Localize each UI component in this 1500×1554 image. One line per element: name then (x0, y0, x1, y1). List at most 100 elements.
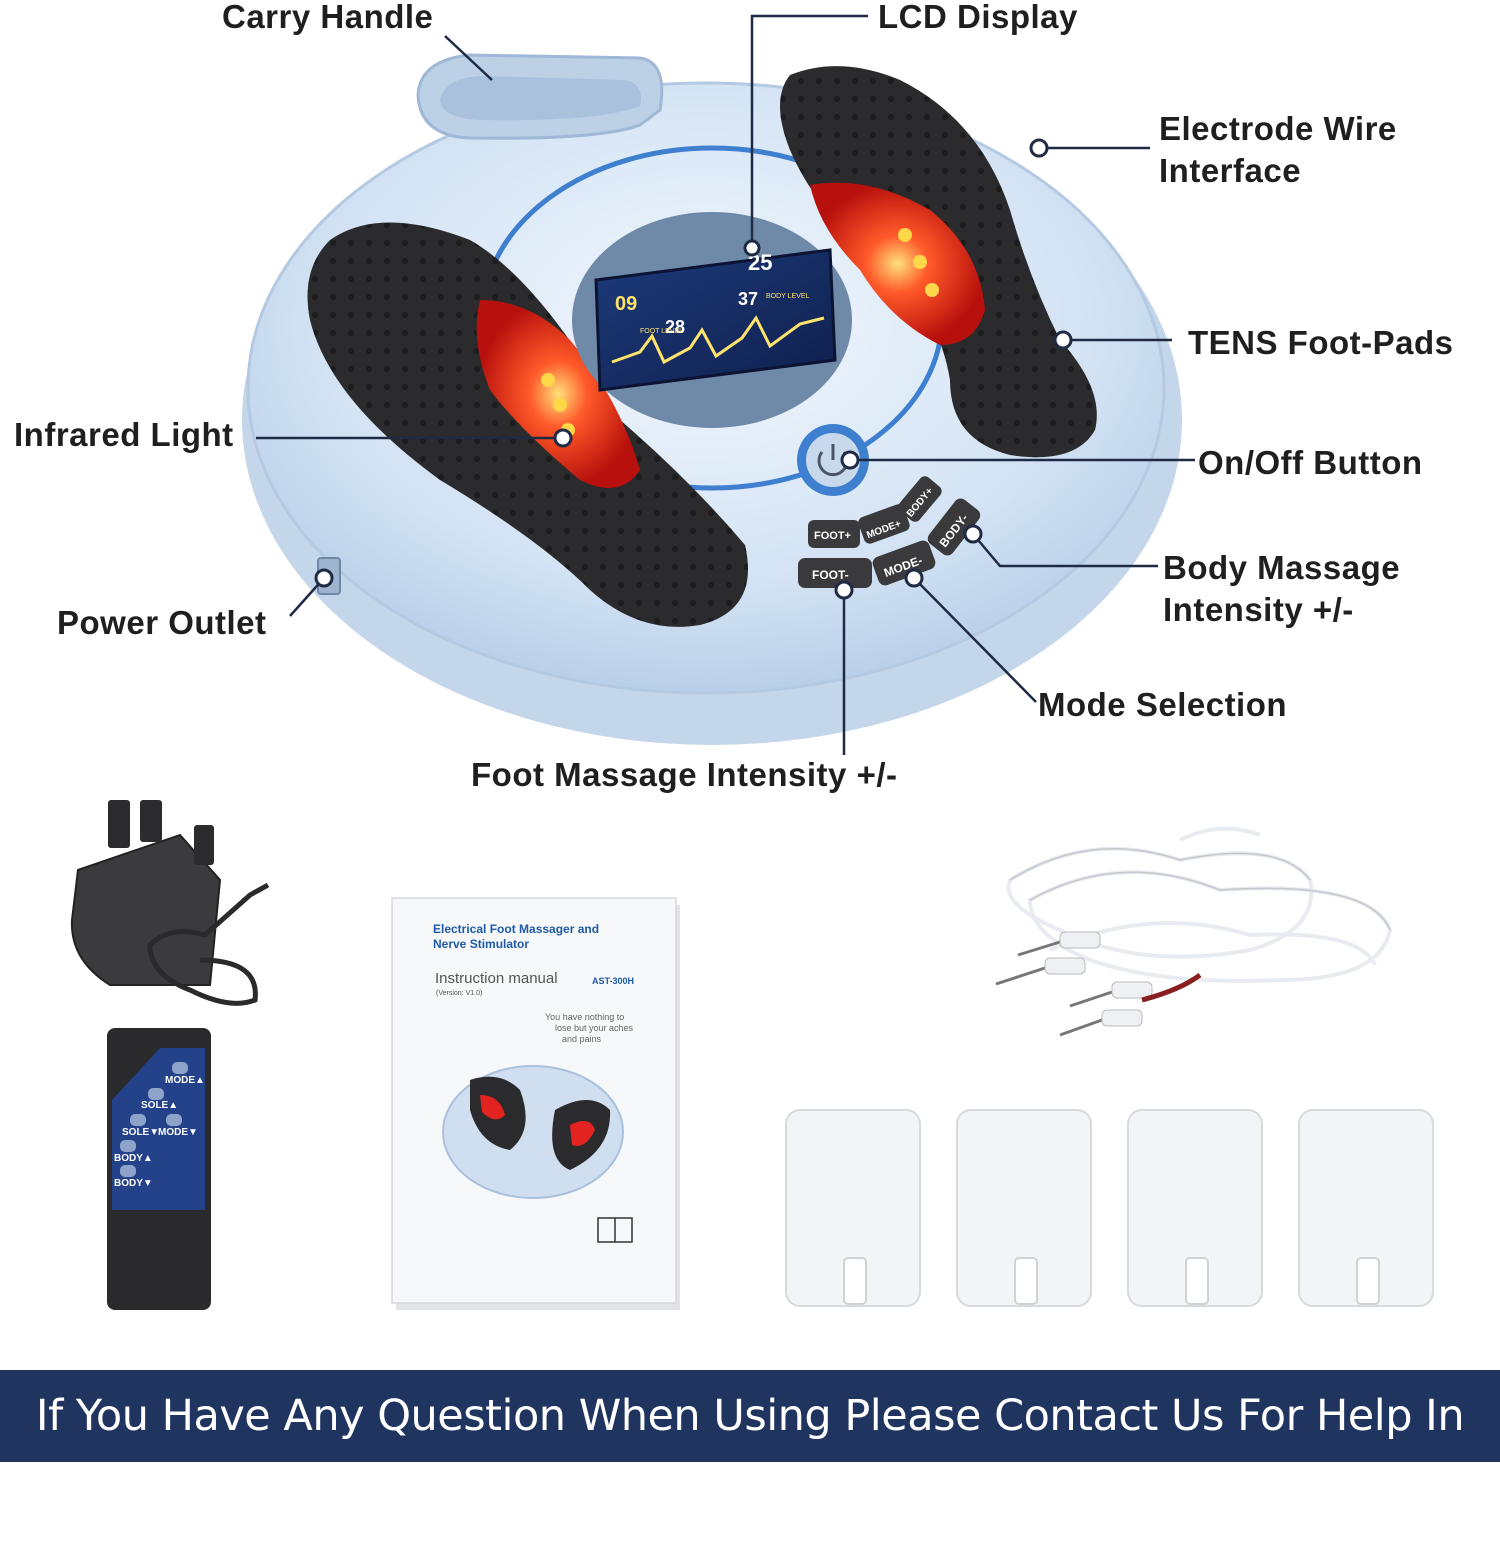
callout-body-line1: Body Massage (1163, 549, 1401, 586)
electrode-pad-body (1127, 1109, 1263, 1307)
electrode-pad (1127, 1109, 1263, 1307)
electrode-pad (785, 1109, 921, 1307)
anchor-lcd (743, 239, 761, 257)
callout-electrode-line1: Electrode Wire (1159, 110, 1397, 147)
anchor-body (963, 524, 983, 544)
remote-body-up-button[interactable] (120, 1140, 136, 1152)
manual-tagline-3: and pains (562, 1034, 602, 1044)
anchor-tens (1053, 330, 1073, 350)
callout-power-outlet: Power Outlet (57, 604, 267, 641)
electrode-pad-connector (1185, 1257, 1209, 1305)
callout-lcd-display: LCD Display (878, 0, 1078, 35)
instruction-manual: Electrical Foot Massager and Nerve Stimu… (391, 897, 680, 1310)
callout-tens-foot-pads: TENS Foot-Pads (1188, 324, 1454, 361)
adapter-prong (194, 825, 214, 865)
adapter-prong (108, 800, 130, 848)
remote-mode-up-button[interactable] (172, 1062, 188, 1074)
adapter-prong (140, 800, 162, 842)
remote-mode-down-button[interactable] (166, 1114, 182, 1126)
callout-mode-selection: Mode Selection (1038, 686, 1288, 723)
electrode-plug (1059, 931, 1101, 949)
lcd-body-label: BODY LEVEL (766, 293, 810, 300)
electrode-plug (1111, 981, 1153, 999)
wire-outline (1009, 848, 1311, 881)
electrode-pin (1069, 990, 1113, 1008)
adapter-cable (147, 882, 270, 1006)
carry-handle-grip (440, 76, 641, 121)
lcd-foot-label: FOOT LEVEL (640, 328, 683, 335)
lcd-screen (594, 248, 837, 392)
left-infrared-led (553, 398, 567, 412)
remote-mode-up-label: MODE▲ (165, 1075, 205, 1086)
remote-sole-up-button[interactable] (148, 1088, 164, 1100)
anchor-on-off (840, 450, 860, 470)
right-infrared-led (898, 228, 912, 242)
callout-anchor-dots (314, 138, 1073, 600)
wire-outline (1029, 871, 1391, 931)
callout-electrode-line2: Interface (1159, 152, 1302, 189)
right-tens-foot-pad (780, 66, 1097, 458)
callout-infrared-light: Infrared Light (14, 416, 234, 453)
electrode-plug (1101, 1009, 1143, 1027)
anchor-infrared (553, 428, 573, 448)
anchor-electrode (1029, 138, 1049, 158)
right-infrared-led (925, 283, 939, 297)
anchor-mode (904, 568, 924, 588)
electrode-pin (1017, 940, 1061, 957)
product-diagram: 25 09 28 37 FOOT LEVEL BODY LEVEL FOOT+ … (70, 14, 1434, 1310)
wire-coil-3 (1049, 921, 1377, 966)
manual-title-line2: Nerve Stimulator (433, 937, 529, 951)
left-infrared-light (476, 300, 640, 488)
electrode-pad (956, 1109, 1092, 1307)
electrode-pin (995, 966, 1046, 986)
remote-body-down-label: BODY▼ (114, 1178, 153, 1189)
manual-illustration-infrared (480, 1095, 505, 1120)
mode-minus-button[interactable] (871, 539, 938, 588)
footer-banner (0, 1370, 1500, 1462)
manual-title-line1: Electrical Foot Massager and (433, 922, 599, 936)
body-plus-button[interactable] (896, 474, 944, 524)
foot-plus-button[interactable] (808, 520, 860, 548)
callout-carry-handle: Carry Handle (222, 0, 434, 35)
power-adapter (70, 800, 270, 1006)
remote-mode-down-label: MODE▼ (158, 1127, 198, 1138)
callout-body-massage-intensity: Body Massage Intensity +/- (1163, 547, 1400, 631)
electrode-pad-connector (1014, 1257, 1038, 1305)
right-infrared-led (913, 255, 927, 269)
electrode-pad-body (1298, 1109, 1434, 1307)
callout-foot-massage-intensity: Foot Massage Intensity +/- (471, 756, 898, 793)
remote-sole-down-button[interactable] (130, 1114, 146, 1126)
leader-lcd-display (750, 14, 868, 245)
callout-electrode-wire-interface: Electrode Wire Interface (1159, 108, 1397, 192)
electrode-pad (1298, 1109, 1434, 1307)
mode-plus-button[interactable] (857, 503, 912, 546)
remote-body-down-button[interactable] (120, 1165, 136, 1177)
electrode-pad-body (785, 1109, 921, 1307)
foot-minus-button[interactable] (798, 558, 872, 588)
remote-sole-down-label: SOLE▼ (122, 1127, 159, 1138)
electrode-pad-connector (1356, 1257, 1380, 1305)
leader-mode-selection (913, 577, 1037, 703)
left-infrared-led (541, 373, 555, 387)
manual-model: AST-300H (592, 976, 634, 986)
manual-tagline-2: lose but your aches (555, 1023, 634, 1033)
manual-version: (Version: V1.0) (436, 990, 482, 997)
manual-subtitle: Instruction manual (435, 970, 558, 987)
callout-body-line2: Intensity +/- (1163, 591, 1354, 628)
remote-control: MODE▲ SOLE▲ SOLE▼ MODE▼ BODY▲ BODY▼ (107, 1028, 211, 1310)
electrode-wire-red-section (1141, 972, 1202, 1003)
wire-loop-top (1179, 826, 1261, 842)
lcd-mode-value: 09 (615, 293, 637, 315)
adapter-body (70, 833, 222, 986)
remote-body-up-label: BODY▲ (114, 1153, 153, 1164)
foot-massager-device: 25 09 28 37 FOOT LEVEL BODY LEVEL FOOT+ … (242, 53, 1182, 745)
remote-panel-notch (112, 1048, 160, 1100)
leader-carry-handle (444, 35, 493, 81)
electrode-wire-outline (1009, 848, 1391, 931)
electrode-pads (785, 1109, 1434, 1307)
foot-plus-label: FOOT+ (814, 530, 851, 542)
lcd-waveform (611, 315, 825, 365)
anchor-foot (834, 580, 854, 600)
electrode-pad-connector (843, 1257, 867, 1305)
body-minus-button[interactable] (925, 496, 983, 559)
